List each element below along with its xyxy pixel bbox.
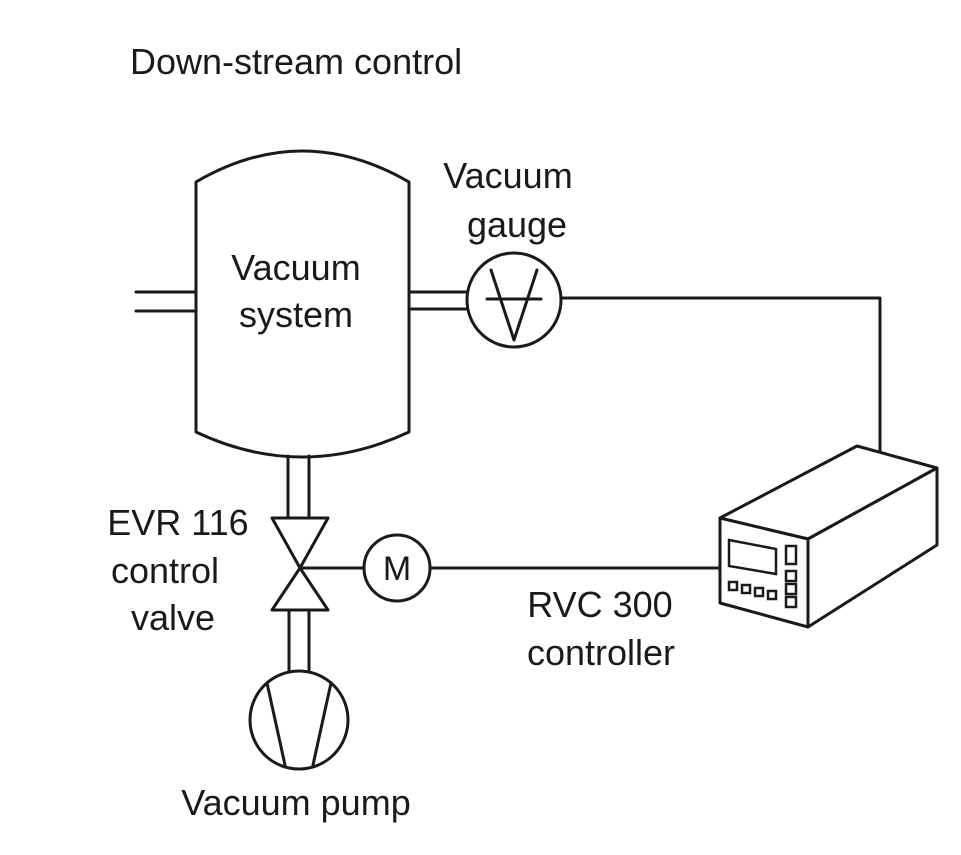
controller-side-keys — [784, 544, 798, 609]
control-valve-label-line1: EVR 116 — [107, 502, 248, 543]
vacuum-pump-label: Vacuum pump — [181, 782, 410, 823]
vacuum-system-vessel — [194, 149, 411, 459]
vacuum-system-label-line2: system — [239, 294, 353, 335]
motor-label: M — [383, 550, 411, 588]
vacuum-gauge-label-line2: gauge — [467, 204, 567, 245]
vacuum-gauge-label-line1: Vacuum — [443, 155, 572, 196]
controller-icon — [718, 444, 939, 629]
vacuum-system-label-line1: Vacuum — [231, 247, 360, 288]
controller-label-line1: RVC 300 — [527, 584, 672, 625]
diagram-title: Down-stream control — [130, 41, 462, 82]
gauge-pipe — [407, 290, 469, 311]
vacuum-pump-icon — [248, 669, 350, 771]
controller-label-line2: controller — [527, 632, 675, 673]
control-valve-label-line2: control — [111, 550, 219, 591]
vacuum-gauge-icon — [465, 251, 563, 349]
valve-to-pump-pipe — [287, 608, 311, 674]
inlet-pipe — [134, 290, 198, 313]
controller-front-keys — [727, 580, 778, 601]
gauge-signal-line — [559, 296, 882, 454]
control-valve-icon — [270, 516, 330, 612]
control-valve-label-line3: valve — [131, 597, 215, 638]
vessel-to-valve-pipe — [286, 454, 311, 520]
controller-display — [727, 538, 778, 576]
